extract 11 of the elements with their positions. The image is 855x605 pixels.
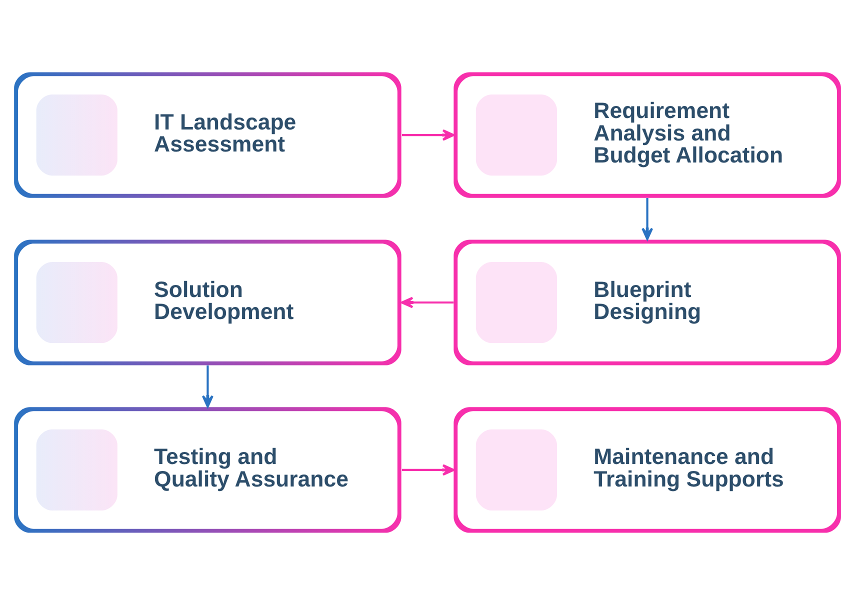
arrow (402, 464, 455, 476)
arrow (202, 365, 214, 408)
node-box: Testing and Quality Assurance (14, 407, 402, 533)
node-box: Maintenance and Training Supports (454, 407, 841, 533)
node-box: IT Landscape Assessment (14, 72, 402, 198)
node-box: Requirement Analysis and Budget Allocation (454, 72, 841, 198)
arrow (400, 296, 454, 308)
node-box: Solution Development (14, 240, 402, 366)
node-box: Blueprint Designing (454, 240, 841, 366)
arrow (642, 198, 654, 240)
arrow (402, 129, 455, 141)
